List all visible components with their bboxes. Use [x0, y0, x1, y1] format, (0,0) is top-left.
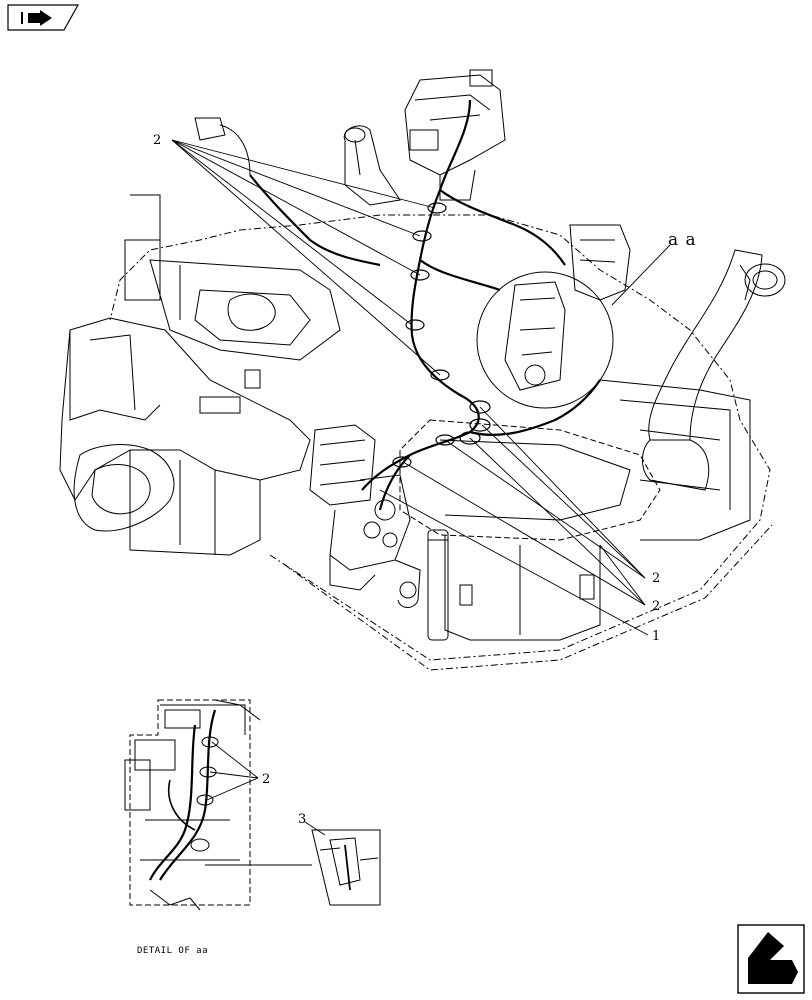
callout-3-detail: 3 — [298, 812, 306, 827]
callout-2-detail: 2 — [262, 772, 270, 787]
callout-2-right-a: 2 — [652, 571, 660, 586]
callout-aa: a a — [668, 230, 697, 250]
callout-2-top: 2 — [153, 133, 161, 148]
detail-inset — [124, 699, 381, 911]
control-console — [194, 69, 631, 301]
detail-caption: DETAIL OF aa — [137, 946, 209, 956]
leader-lines — [171, 139, 671, 636]
next-page-icon[interactable] — [737, 924, 805, 994]
harness-clamps — [392, 202, 491, 468]
callout-1: 1 — [652, 629, 660, 644]
prev-page-icon[interactable] — [7, 4, 80, 31]
wire-harness — [249, 99, 601, 511]
callout-2-right-b: 2 — [652, 599, 660, 614]
upper-frame — [59, 194, 773, 671]
valve-bank — [309, 424, 421, 608]
detail-aa-valve — [476, 271, 614, 409]
intake-pipe — [642, 249, 786, 491]
